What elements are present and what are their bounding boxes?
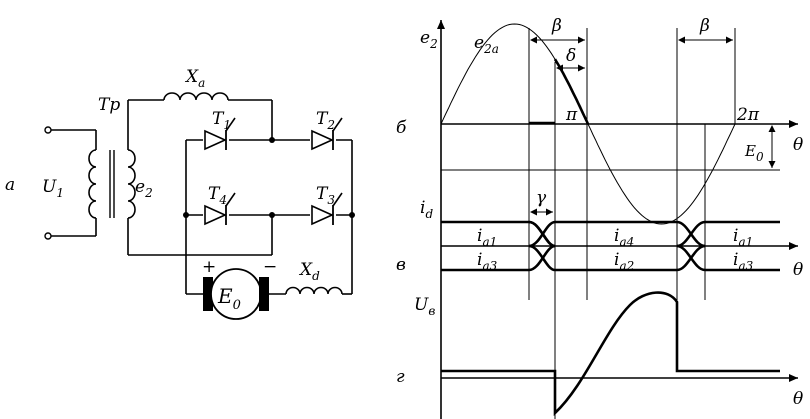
circuit-panel-label: а [5, 175, 15, 195]
e0-label: E0 [744, 142, 764, 164]
anode-reactance-inductor [163, 92, 229, 101]
two-pi-label: 2π [736, 105, 760, 125]
transformer-label: Тр [98, 95, 120, 115]
motor-minus-label: − [263, 257, 277, 277]
secondary-emf-label: e2 [135, 177, 153, 200]
panel-g-label: г [396, 367, 405, 387]
waveform-panels: б e2 θ e2a β δ π 2π β E0 в id θ [396, 16, 803, 419]
thyristor-t1-label: T1 [212, 109, 231, 132]
thyristor-t3 [310, 192, 343, 226]
panel-b-label: б [396, 118, 407, 138]
valve-voltage-trace [441, 291, 780, 416]
thyristor-t1 [203, 117, 236, 151]
junction-dot [269, 212, 275, 218]
junction-dot [269, 137, 275, 143]
thyristor-t2-label: T2 [316, 109, 335, 132]
current-label-a2: ia2 [614, 250, 634, 273]
current-label-a1-right: ia1 [733, 226, 753, 249]
current-label-a3-left: ia3 [477, 250, 498, 273]
panel-v-y-axis-label: id [420, 198, 433, 221]
junction-dot [349, 212, 355, 218]
thyristor-t3-label: T3 [316, 184, 335, 207]
current-trace-a2 [528, 244, 706, 272]
load-reactance-inductor [285, 286, 343, 295]
beta-left-label: β [551, 16, 562, 36]
current-trace-a3-right [676, 244, 780, 272]
motor-brush-left [203, 277, 213, 311]
current-label-a1-left: ia1 [477, 226, 497, 249]
junction-dot [183, 212, 189, 218]
panel-v-label: в [396, 255, 406, 275]
thyristor-t2 [310, 117, 343, 151]
motor-plus-label: + [202, 257, 216, 277]
thyristor-t4-label: T4 [208, 184, 227, 207]
current-trace-a4 [528, 220, 706, 248]
source-voltage-label: U1 [42, 177, 64, 200]
current-trace-a1-right [676, 220, 780, 248]
transformer-primary-winding [88, 149, 97, 219]
panel-v-x-axis-label: θ [793, 260, 803, 280]
motor-emf-label: E0 [217, 284, 241, 313]
beta-right-label: β [699, 16, 710, 36]
source-terminal-top [44, 126, 52, 134]
panel-b-x-axis-label: θ [793, 135, 803, 155]
source-terminal-bottom [44, 232, 52, 240]
circuit-schematic: а U1 Тр e2 Xa [5, 67, 355, 320]
panel-g-x-axis-label: θ [793, 389, 803, 409]
load-reactance-label: Xd [298, 260, 320, 283]
motor-brush-right [259, 277, 269, 311]
transformer-secondary-winding [127, 149, 136, 219]
e2a-curve-label: e2a [474, 33, 499, 56]
anode-reactance-label: Xa [184, 67, 205, 90]
source-terminals [44, 126, 97, 240]
gamma-label: γ [536, 188, 547, 208]
current-label-a4: ia4 [614, 226, 634, 249]
pi-label: π [565, 105, 578, 125]
delta-label: δ [566, 46, 576, 66]
thyristor-t4 [203, 192, 236, 226]
panel-b-y-axis-label: e2 [420, 28, 438, 51]
panel-g-y-axis-label: Uв [414, 295, 435, 318]
current-label-a3-right: ia3 [733, 250, 754, 273]
